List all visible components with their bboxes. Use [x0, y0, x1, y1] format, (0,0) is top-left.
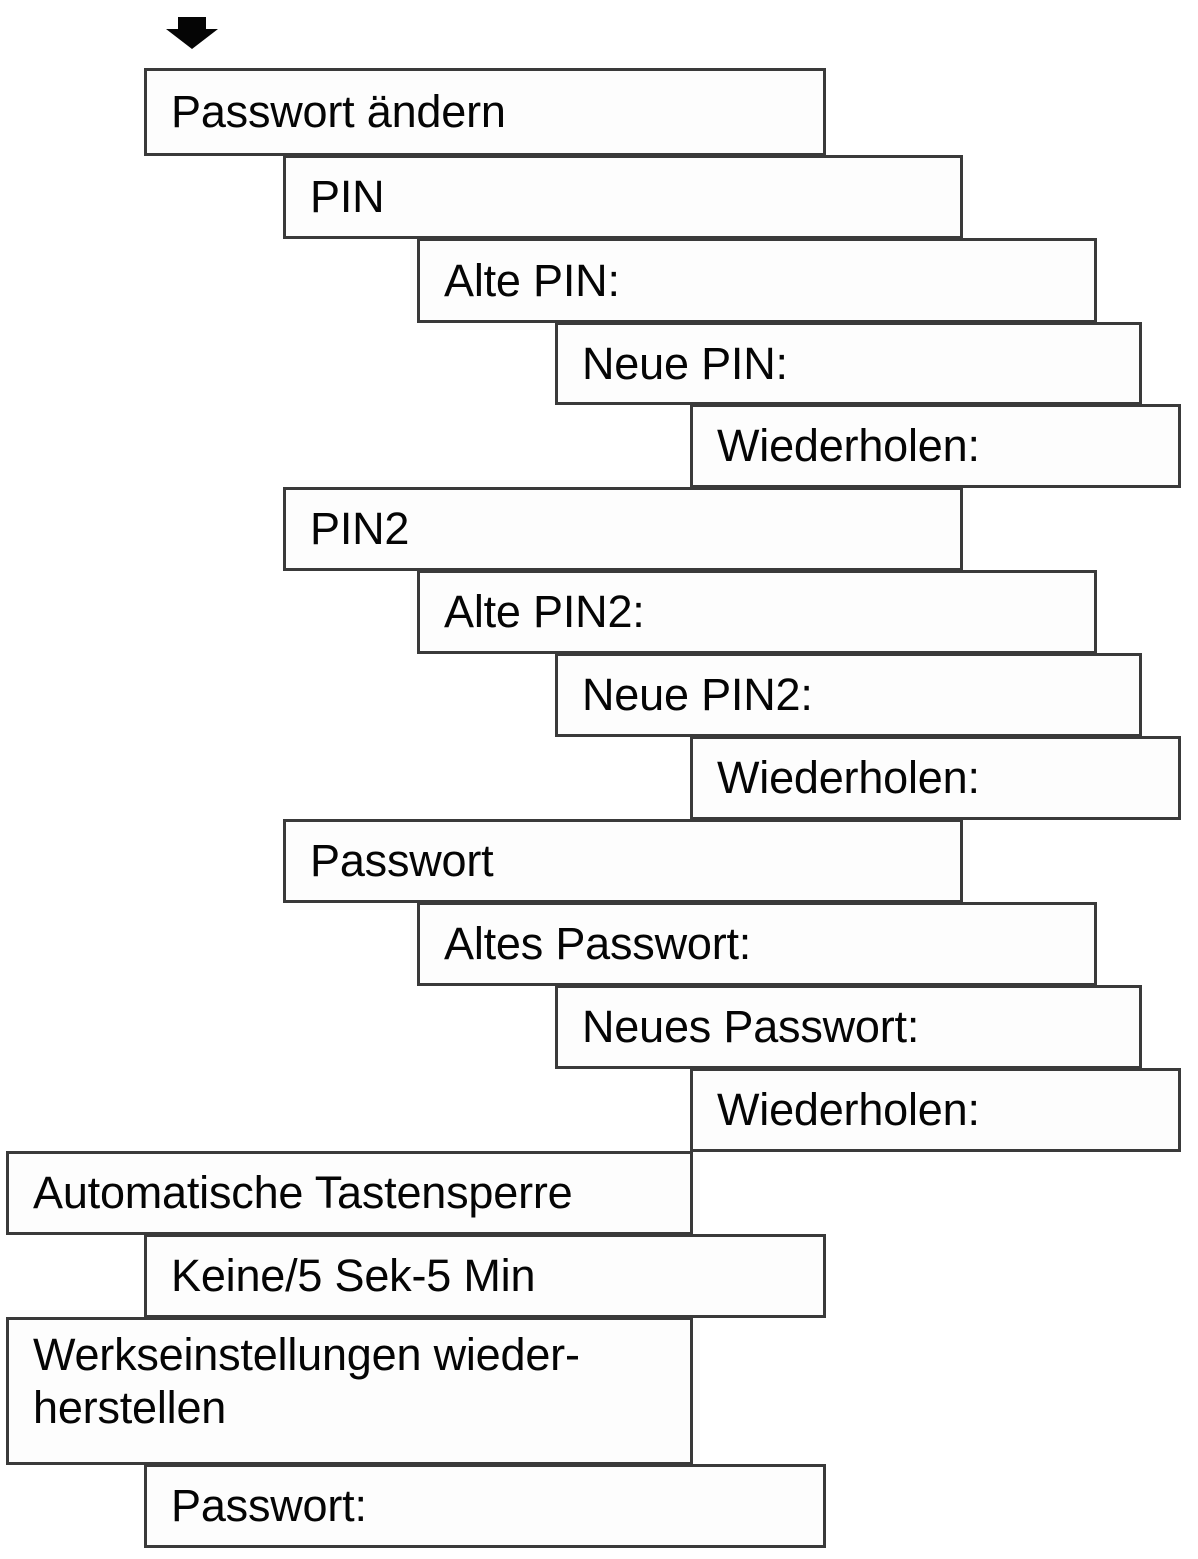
menu-node-label: Passwort ändern — [171, 86, 506, 138]
menu-node-wiederholen-pin2[interactable]: Wiederholen: — [690, 736, 1181, 820]
menu-node-neue-pin[interactable]: Neue PIN: — [555, 322, 1142, 405]
menu-node-label: PIN2 — [310, 503, 410, 555]
menu-node-label: Neue PIN2: — [582, 669, 813, 721]
menu-node-label: Alte PIN2: — [444, 586, 645, 638]
menu-node-keine-5sek-5min[interactable]: Keine/5 Sek-5 Min — [144, 1234, 826, 1318]
menu-node-label: Alte PIN: — [444, 254, 620, 306]
menu-node-pin[interactable]: PIN — [283, 155, 963, 239]
menu-node-werkseinstellungen-wiederherstellen[interactable]: Werkseinstellungen wieder- herstellen — [6, 1317, 693, 1465]
menu-node-label: Wiederholen: — [717, 420, 980, 472]
menu-node-label: PIN — [310, 171, 385, 223]
entry-down-arrow-icon — [166, 15, 222, 51]
menu-node-label: Wiederholen: — [717, 1084, 980, 1136]
menu-node-passwort[interactable]: Passwort — [283, 819, 963, 903]
menu-node-label: Keine/5 Sek-5 Min — [171, 1250, 536, 1302]
menu-node-label: Passwort: — [171, 1480, 367, 1532]
menu-node-label: Altes Passwort: — [444, 918, 752, 970]
menu-node-alte-pin2[interactable]: Alte PIN2: — [417, 570, 1097, 654]
menu-node-wiederholen-pin[interactable]: Wiederholen: — [690, 404, 1181, 488]
menu-node-passwort-prompt[interactable]: Passwort: — [144, 1464, 826, 1548]
menu-node-passwort-aendern[interactable]: Passwort ändern — [144, 68, 826, 156]
menu-node-pin2[interactable]: PIN2 — [283, 487, 963, 571]
menu-node-label: Automatische Tastensperre — [33, 1167, 573, 1219]
menu-node-automatische-tastensperre[interactable]: Automatische Tastensperre — [6, 1151, 693, 1235]
menu-node-label: Werkseinstellungen wieder- herstellen — [33, 1329, 580, 1434]
menu-node-neue-pin2[interactable]: Neue PIN2: — [555, 653, 1142, 737]
menu-node-alte-pin[interactable]: Alte PIN: — [417, 238, 1097, 323]
menu-node-label: Neues Passwort: — [582, 1001, 920, 1053]
menu-node-altes-passwort[interactable]: Altes Passwort: — [417, 902, 1097, 986]
menu-node-label: Passwort — [310, 835, 494, 887]
menu-node-neues-passwort[interactable]: Neues Passwort: — [555, 985, 1142, 1069]
menu-node-wiederholen-passwort[interactable]: Wiederholen: — [690, 1068, 1181, 1152]
menu-node-label: Neue PIN: — [582, 337, 788, 389]
menu-node-label: Wiederholen: — [717, 752, 980, 804]
